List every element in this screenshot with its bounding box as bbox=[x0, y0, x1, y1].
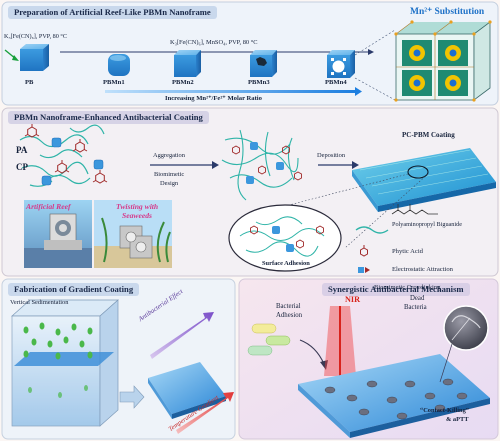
label-artificial-reef: Artificial Reef bbox=[26, 202, 71, 211]
cube-pbmn4 bbox=[327, 50, 355, 78]
label-nir: NIR bbox=[345, 295, 361, 304]
bacteria-group bbox=[247, 323, 291, 356]
process-arrow bbox=[119, 385, 145, 409]
label-design: Design bbox=[160, 180, 179, 187]
header-preparation: Preparation of Artificial Reef-Like PBMn… bbox=[8, 6, 217, 19]
label-pb: PB bbox=[25, 79, 34, 86]
legend-electrostatic-swatch bbox=[358, 267, 370, 273]
label-pa: PA bbox=[16, 145, 28, 155]
label-pc-pbm-coating: PC-PBM Coating bbox=[402, 131, 455, 139]
reaction-arrowhead bbox=[368, 49, 374, 55]
antibacterial-arrow bbox=[150, 312, 214, 359]
zoom-dotted-lines bbox=[269, 173, 429, 249]
cube-pbmn2 bbox=[174, 50, 201, 77]
legend-electrostatic: Electrostatic Attraction bbox=[392, 266, 453, 273]
ratio-label: Increasing Mn²⁺/Fe²⁺ Molar Ratio bbox=[165, 95, 262, 102]
label-deposition: Deposition bbox=[317, 152, 346, 159]
label-adhesion: Adhesion bbox=[276, 312, 303, 319]
legend-phytic-acid: Phytic Acid bbox=[392, 248, 423, 255]
label-pbmn1: PBMn1 bbox=[103, 79, 125, 86]
panel-preparation bbox=[1, 1, 499, 106]
callout-line bbox=[439, 343, 453, 383]
label-aggregation: Aggregation bbox=[153, 152, 185, 159]
header-coating: PBMn Nanoframe-Enhanced Antibacterial Co… bbox=[8, 111, 209, 124]
deposition-arrow bbox=[318, 161, 359, 169]
condition-pbmn: K₃[Fe(CN)₆], MnSO₄, PVP, 80 °C bbox=[170, 39, 258, 46]
aggregation-arrow bbox=[150, 161, 219, 169]
cube-pbmn3 bbox=[250, 50, 277, 77]
network-phytic bbox=[232, 145, 302, 181]
mechanism-coating bbox=[298, 354, 490, 438]
cube-pbmn1 bbox=[108, 54, 130, 76]
phytic-acid-molecules bbox=[24, 124, 108, 184]
label-pbmn2: PBMn2 bbox=[172, 79, 194, 86]
reef-photo bbox=[24, 200, 92, 268]
label-twisting: Twisting with bbox=[116, 202, 159, 211]
pbmn-particles bbox=[41, 137, 104, 186]
green-arrow bbox=[4, 49, 19, 61]
mn-substitution-label: Mn²⁺ Substitution bbox=[410, 7, 485, 17]
sedimentation-tank bbox=[11, 299, 119, 427]
dead-bacteria-on-surface bbox=[324, 378, 468, 420]
biguanide-structure bbox=[391, 204, 438, 215]
label-vertical-sedimentation: Vertical Sedimentation bbox=[10, 299, 69, 306]
temperature-arrow bbox=[176, 392, 234, 434]
seaweed-photo bbox=[94, 200, 172, 268]
surface-adhesion-zoom bbox=[228, 204, 342, 272]
cube-pb bbox=[20, 44, 49, 71]
label-bacterial: Bacterial bbox=[276, 303, 301, 310]
pc-pbm-coating bbox=[352, 148, 496, 212]
nir-beam bbox=[324, 306, 356, 376]
ratio-arrow bbox=[105, 87, 362, 96]
legend-phytic-swatch bbox=[360, 245, 368, 257]
adhesion-arrow bbox=[299, 339, 328, 370]
header-gradient: Fabrication of Gradient Coating bbox=[8, 283, 140, 296]
label-dead: Dead bbox=[410, 295, 425, 302]
label-seaweeds: Seaweeds bbox=[122, 211, 152, 220]
lattice-model bbox=[394, 20, 492, 102]
legend-crosslinking: Biomimetic Crosslinking bbox=[374, 284, 441, 291]
sem-image bbox=[443, 305, 489, 351]
condition-pb: K₃[Fe(CN)₆], PVP, 80 °C bbox=[4, 33, 67, 40]
legend-biguanide: Polyaminopropyl Biguanide bbox=[392, 221, 462, 228]
label-pbmn4: PBMn4 bbox=[325, 79, 347, 86]
network-pbmn bbox=[246, 142, 284, 184]
network-cluster bbox=[221, 129, 299, 201]
label-biomimetic: Biomimetic bbox=[154, 171, 185, 178]
gradient-slab bbox=[148, 362, 226, 419]
label-pbmn3: PBMn3 bbox=[248, 79, 270, 86]
label-bacteria: Bacteria bbox=[404, 304, 427, 311]
legend-fiber-swatch bbox=[355, 226, 389, 234]
header-mechanism: Synergistic Antibacterial Mechanism bbox=[322, 283, 470, 296]
label-surface-adhesion: Surface Adhesion bbox=[262, 260, 310, 267]
label-aptt: & aPTT bbox=[446, 416, 469, 423]
label-cp: CP bbox=[16, 162, 28, 172]
label-contact-killing: “Contact-Killing” bbox=[420, 407, 469, 414]
